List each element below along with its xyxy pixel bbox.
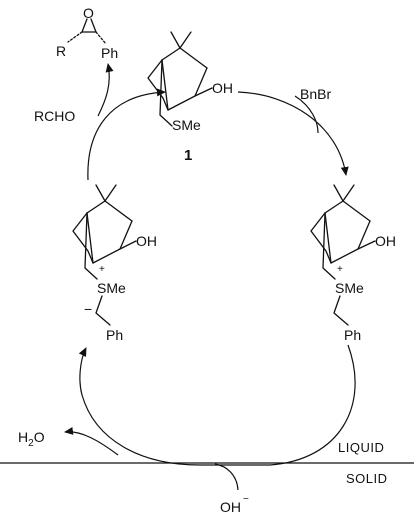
ylide-ring-left [72,212,94,264]
epoxide-c-o-bond-left [81,18,88,33]
sulfonium-hydroxyl: OH [375,233,396,249]
sulfonium-phenyl: Ph [344,327,361,343]
sulfonium-sme: SMe [335,280,364,296]
sulfide-ring-center [161,59,169,111]
sulfide-gem-dimethyl [170,31,192,49]
ylide-carbanion-bond [95,295,111,326]
epoxide-c-o-bond-right [90,18,97,33]
ylide-gem-dimethyl [95,184,117,202]
sulfonium-benzyl-bond [333,295,349,326]
ylide-hydroxyl: OH [136,233,157,249]
sulfonium-oh-bond [357,240,376,250]
sulfonium-gem-dimethyl [333,184,355,202]
sulfide-bridge [161,47,208,69]
hydroxide-charge: − [243,494,249,505]
ylide-ring-center [86,212,94,264]
hydroxide-label: OH [220,499,241,515]
epoxide-ph-bond [95,31,107,45]
epoxide-r-bond [67,31,83,43]
arrow-hydroxide-entry [214,463,239,491]
arrow-sulfide-to-sulfonium [237,91,349,176]
ylide-ring-right [92,220,133,264]
sulfonium-ring-left [310,212,332,264]
sulfonium-charge: + [337,264,343,275]
sulfide-catalyst: OH SMe 1 [147,31,233,164]
epoxide-r-group: R [56,43,66,59]
sulfide-hydroxyl: OH [212,80,233,96]
ylide-phenyl: Ph [106,327,123,343]
epoxide-product: O R Ph [56,5,118,61]
ylide-oh-bond [119,240,137,250]
liquid-phase-label: LIQUID [338,440,384,455]
ylide-bridge [86,200,133,222]
epoxide-phenyl: Ph [101,45,118,61]
arrow-ylide-to-sulfide [87,88,166,181]
sulfide-oh-bond [194,87,213,97]
solid-phase-label: SOLID [346,471,388,486]
sulfide-sme: SMe [172,117,201,133]
sulfonium-ch2-bond [322,212,336,280]
arrow-water-release [64,426,119,456]
aldehyde-reagent: RCHO [34,108,75,124]
benzyl-bromide-reagent: BnBr [300,86,331,102]
ylide-ch2-bond [84,212,98,280]
sulfide-ring-left [147,59,169,111]
sulfonium-salt: OH + SMe Ph [310,184,396,343]
water-label: H2O [18,429,45,449]
ylide-sme: SMe [97,280,126,296]
sulfonium-ring-right [330,220,371,264]
sulfur-ylide: OH + SMe − Ph [72,184,157,343]
sulfide-ring-right [167,67,208,111]
ylide-carbon-charge: − [84,301,92,317]
ylide-sulfur-charge: + [99,264,105,275]
sulfonium-bridge [324,200,371,222]
compound-number: 1 [184,147,192,164]
sulfide-ch2-bond [159,59,173,127]
epoxide-oxygen: O [83,5,94,21]
arrow-epoxide-release [97,63,114,117]
arrow-deprotonation-cycle [78,344,356,466]
sulfonium-ring-center [324,212,332,264]
arrow-benzyl-bromide-entry [294,95,319,134]
